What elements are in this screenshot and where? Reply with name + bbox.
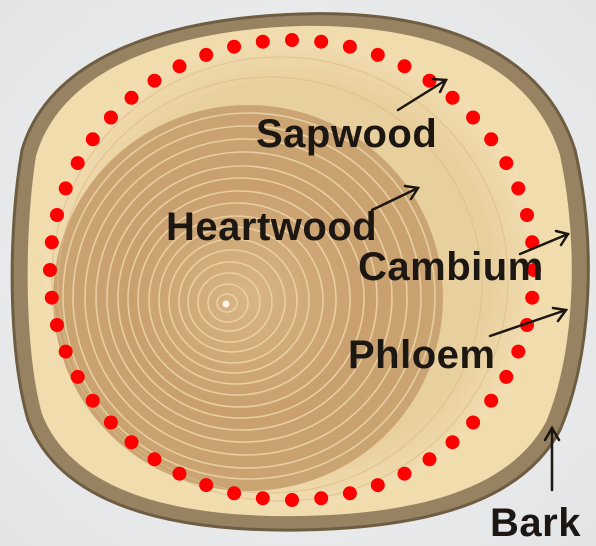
red-dot <box>45 291 59 305</box>
red-dot <box>499 156 513 170</box>
red-dot <box>148 452 162 466</box>
red-dot <box>371 478 385 492</box>
red-dot <box>71 370 85 384</box>
red-dot <box>446 435 460 449</box>
red-dot <box>466 111 480 125</box>
red-dot <box>484 394 498 408</box>
red-dot <box>511 181 525 195</box>
red-dot <box>423 74 437 88</box>
red-dot <box>525 291 539 305</box>
red-dot <box>50 318 64 332</box>
red-dot <box>59 181 73 195</box>
sapwood-label: Sapwood <box>256 114 437 154</box>
red-dot <box>398 59 412 73</box>
phloem-label: Phloem <box>348 335 495 375</box>
red-dot <box>86 132 100 146</box>
red-dot <box>446 91 460 105</box>
red-dot <box>343 486 357 500</box>
red-dot <box>499 370 513 384</box>
red-dot <box>314 35 328 49</box>
red-dot <box>423 452 437 466</box>
red-dot <box>50 208 64 222</box>
red-dot <box>398 467 412 481</box>
red-dot <box>125 91 139 105</box>
red-dot <box>520 208 534 222</box>
red-dot <box>148 74 162 88</box>
red-dot <box>285 33 299 47</box>
red-dot <box>86 394 100 408</box>
red-dot <box>343 40 357 54</box>
red-dot <box>511 345 525 359</box>
heartwood-label: Heartwood <box>166 207 377 247</box>
red-dot <box>173 467 187 481</box>
red-dot <box>466 416 480 430</box>
red-dot <box>199 478 213 492</box>
red-dot <box>199 48 213 62</box>
red-dot <box>227 40 241 54</box>
red-dot <box>285 493 299 507</box>
red-dot <box>484 132 498 146</box>
red-dot <box>256 491 270 505</box>
red-dot <box>371 48 385 62</box>
cambium-label: Cambium <box>358 247 544 287</box>
red-dot <box>43 263 57 277</box>
red-dot <box>45 235 59 249</box>
red-dot <box>125 435 139 449</box>
red-dot <box>59 345 73 359</box>
red-dot <box>104 416 118 430</box>
red-dot <box>227 486 241 500</box>
red-dot <box>314 491 328 505</box>
bark-label: Bark <box>490 503 581 543</box>
red-dot <box>173 59 187 73</box>
red-dot <box>104 111 118 125</box>
red-dot <box>256 35 270 49</box>
pith <box>223 301 230 308</box>
red-dot <box>71 156 85 170</box>
